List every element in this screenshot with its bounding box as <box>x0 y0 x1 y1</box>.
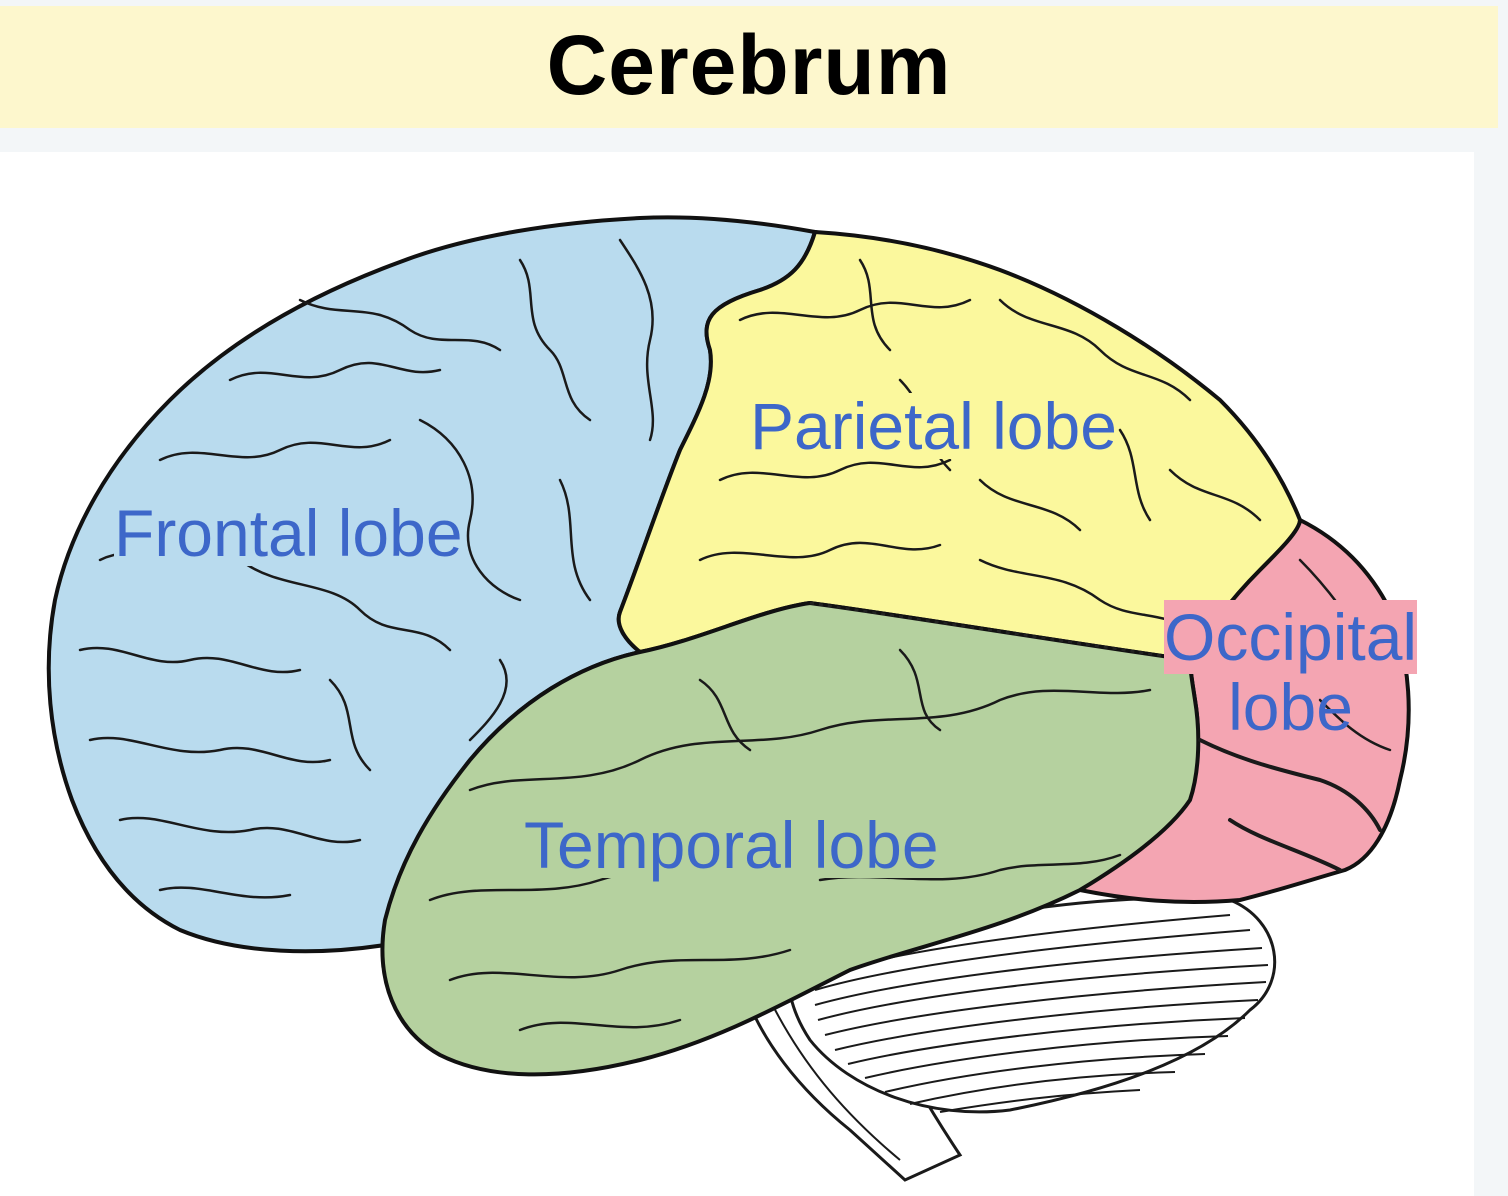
frontal-sulci <box>78 238 655 899</box>
page-title: Cerebrum <box>546 17 952 112</box>
parietal-lobe-label: Parietal lobe <box>750 389 1117 463</box>
occipital-lobe-label-line2: lobe <box>1228 670 1353 744</box>
temporal-lobe-label: Temporal lobe <box>524 808 939 882</box>
occipital-lobe-label: Occipital lobe <box>1164 600 1418 744</box>
temporal-sulci <box>428 648 1152 1032</box>
title-bar: Cerebrum <box>0 6 1498 128</box>
occipital-lobe-label-line1: Occipital <box>1164 600 1418 674</box>
frontal-lobe-label: Frontal lobe <box>114 496 463 570</box>
parietal-temporal-border <box>809 601 1191 662</box>
